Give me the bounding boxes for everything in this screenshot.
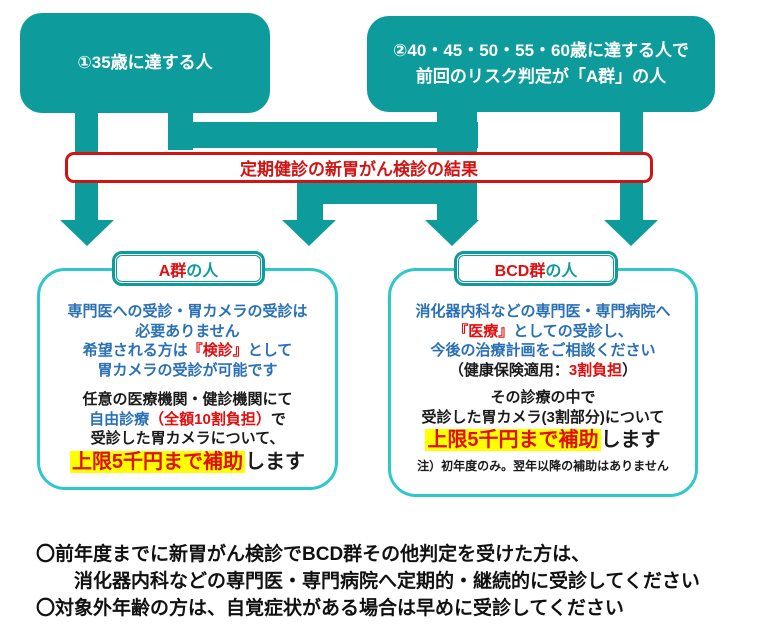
connector-bar-bottom [297,183,477,204]
group-a-subsidy-highlight: 上限5千円まで補助 [69,450,246,473]
connector-bar-top [168,122,478,148]
group-bcd-line4: （健康保険適用：3割負担） [448,361,638,379]
group-a-line5: 任意の医療機関・健診機関にて [82,391,293,408]
group-bcd-line2: 『医療』としての受診し、 [453,322,633,340]
group-bcd-line3: 今後の治療計画をご相談ください [430,342,656,359]
footer-note-1: 〇前年度までに新胃がん検診でBCD群その他判定を受けた方は、 [36,544,591,565]
group-bcd-line5: その診療の中で [490,389,596,406]
group-a-line7: 受診した胃カメラについて、 [90,430,285,447]
screening-result-banner: 定期健診の新胃がん検診の結果 [65,152,653,183]
down-arrow-3 [425,220,479,246]
group-a-label-box: A群 の人 [112,251,265,286]
group-bcd-container [388,268,698,497]
group-bcd-subsidy-line: 上限5千円まで補助します [425,429,661,451]
age-40-60-label-line1: ②40・45・50・55・60歳に達する人で [393,40,689,60]
group-a-label-teal: の人 [186,262,219,280]
group-bcd-subsidy-text: その診療の中で 受診した胃カメラ(3割部分)について 上限5千円まで補助します … [388,388,698,477]
age-35-box: ①35歳に達する人 [20,13,270,113]
group-bcd-subsidy-highlight: 上限5千円まで補助 [425,429,601,451]
group-bcd-line1: 消化器内科などの専門医・専門病院へ [415,303,671,320]
group-a-line6: 自由診療（全額10割負担）で [89,410,286,428]
group-bcd-label-teal: の人 [545,262,578,280]
group-a-advice-text: 専門医への受診・胃カメラの受診は 必要ありません 希望される方は『検診』として … [37,302,338,380]
group-a-line2: 必要ありません [135,322,240,340]
down-arrow-1 [60,220,114,246]
group-bcd-label-box: BCD群 の人 [454,251,618,286]
group-a-label-red: A群 [158,262,187,280]
age-40-60-box: ②40・45・50・55・60歳に達する人で 前回のリスク判定が「A群」の人 [367,16,715,112]
connector-stem-mid [297,183,323,222]
group-bcd-label-red: BCD群 [494,262,546,280]
group-a-line3: 希望される方は『検診』として [82,342,293,359]
group-a-subsidy-line: 上限5千円まで補助します [69,450,306,473]
group-bcd-line6: 受診した胃カメラ(3割部分)について [421,408,665,426]
group-a-line4: 胃カメラの受診が可能です [97,361,278,379]
group-bcd-note: 注）初年度のみ。翌年以降の補助はありません [417,459,669,473]
footer-note-1b: 消化器内科などの専門医・専門病院へ定期的・継続的に受診してください [74,571,700,592]
age-35-label: ①35歳に達する人 [77,52,213,72]
footer-note-2: 〇対象外年齢の方は、自覚症状がある場合は早めに受診してください [36,598,624,619]
footer-notes: 〇前年度までに新胃がん検診でBCD群その他判定を受けた方は、 消化器内科などの専… [36,541,766,622]
age-40-60-label-line2: 前回のリスク判定が「A群」の人 [415,67,667,86]
down-arrow-4 [604,220,658,246]
down-arrow-2 [282,220,336,246]
group-a-line1: 専門医への受診・胃カメラの受診は [67,303,308,320]
group-a-subsidy-text: 任意の医療機関・健診機関にて 自由診療（全額10割負担）で 受診した胃カメラにつ… [37,390,338,475]
group-bcd-advice-text: 消化器内科などの専門医・専門病院へ 『医療』としての受診し、 今後の治療計画をご… [388,302,698,380]
screening-result-banner-text: 定期健診の新胃がん検診の結果 [240,160,478,179]
